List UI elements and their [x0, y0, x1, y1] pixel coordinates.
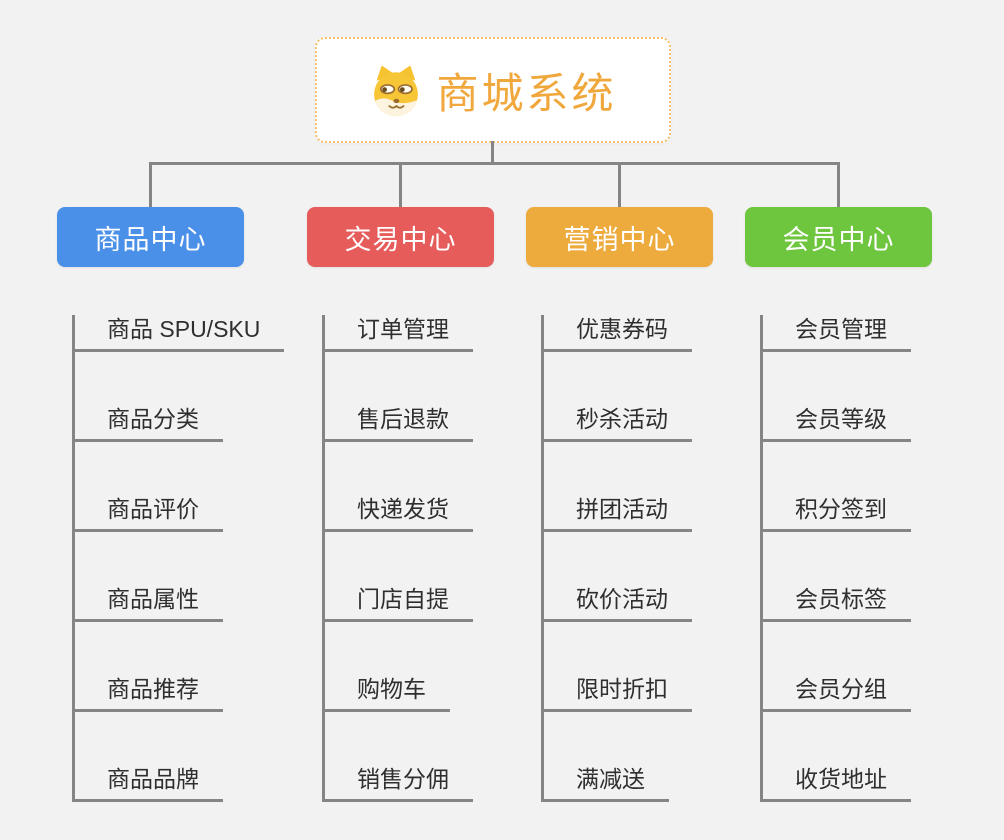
- child-topic[interactable]: 收货地址: [763, 765, 911, 802]
- branch-column-marketing-center: 营销中心 优惠券码 秒杀活动 拼团活动 砍价活动 限时折扣 满减送: [526, 207, 786, 802]
- child-topic[interactable]: 商品评价: [75, 495, 223, 532]
- child-topic[interactable]: 售后退款: [325, 405, 473, 442]
- child-topic[interactable]: 秒杀活动: [544, 405, 692, 442]
- child-topic[interactable]: 优惠券码: [544, 315, 692, 352]
- connector-drop-trade: [399, 164, 402, 207]
- branch-label: 商品中心: [94, 224, 207, 255]
- branch-column-member-center: 会员中心 会员管理 会员等级 积分签到 会员标签 会员分组 收货地址: [745, 207, 1004, 802]
- child-topic[interactable]: 砍价活动: [544, 585, 692, 622]
- child-topic[interactable]: 积分签到: [763, 495, 911, 532]
- child-topic[interactable]: 满减送: [544, 765, 669, 802]
- root-node[interactable]: 商城系统: [315, 37, 671, 143]
- branch-node-member-center[interactable]: 会员中心: [745, 207, 932, 267]
- children-member-center: 会员管理 会员等级 积分签到 会员标签 会员分组 收货地址: [760, 315, 911, 802]
- child-topic[interactable]: 会员等级: [763, 405, 911, 442]
- branch-node-marketing-center[interactable]: 营销中心: [526, 207, 713, 267]
- children-marketing-center: 优惠券码 秒杀活动 拼团活动 砍价活动 限时折扣 满减送: [541, 315, 692, 802]
- child-topic[interactable]: 商品属性: [75, 585, 223, 622]
- child-topic[interactable]: 商品 SPU/SKU: [75, 315, 285, 352]
- branch-label: 营销中心: [563, 224, 676, 255]
- child-topic[interactable]: 拼团活动: [544, 495, 692, 532]
- child-topic[interactable]: 会员标签: [763, 585, 911, 622]
- branch-node-product-center[interactable]: 商品中心: [57, 207, 244, 267]
- connector-drop-member: [837, 164, 840, 207]
- child-topic[interactable]: 会员分组: [763, 675, 911, 712]
- child-topic[interactable]: 销售分佣: [325, 765, 473, 802]
- child-topic[interactable]: 快递发货: [325, 495, 473, 532]
- branch-column-trade-center: 交易中心 订单管理 售后退款 快递发货 门店自提 购物车 销售分佣: [307, 207, 567, 802]
- child-topic[interactable]: 商品推荐: [75, 675, 223, 712]
- child-topic[interactable]: 限时折扣: [544, 675, 692, 712]
- child-topic[interactable]: 购物车: [325, 675, 450, 712]
- connector-drop-product: [149, 164, 152, 207]
- children-trade-center: 订单管理 售后退款 快递发货 门店自提 购物车 销售分佣: [322, 315, 473, 802]
- connector-drop-marketing: [618, 164, 621, 207]
- branch-column-product-center: 商品中心 商品 SPU/SKU 商品分类 商品评价 商品属性 商品推荐 商品品牌: [57, 207, 317, 802]
- shiba-dog-icon: [374, 65, 419, 117]
- connector-root-trunk: [491, 141, 494, 163]
- branch-label: 交易中心: [344, 224, 457, 255]
- child-topic[interactable]: 会员管理: [763, 315, 911, 352]
- child-topic[interactable]: 门店自提: [325, 585, 473, 622]
- child-topic[interactable]: 商品分类: [75, 405, 223, 442]
- child-topic[interactable]: 商品品牌: [75, 765, 223, 802]
- child-topic[interactable]: 订单管理: [325, 315, 473, 352]
- children-product-center: 商品 SPU/SKU 商品分类 商品评价 商品属性 商品推荐 商品品牌: [72, 315, 285, 802]
- branch-node-trade-center[interactable]: 交易中心: [307, 207, 494, 267]
- connector-bus: [149, 162, 840, 165]
- root-title: 商城系统: [436, 69, 617, 117]
- branch-label: 会员中心: [782, 224, 895, 255]
